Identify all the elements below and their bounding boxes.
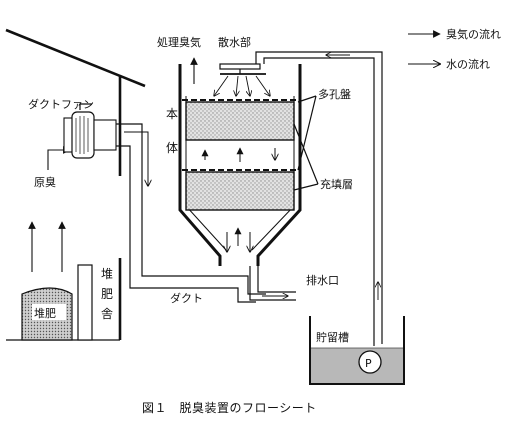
storage-tank: P (309, 316, 405, 385)
drain-label: 排水口 (306, 273, 339, 287)
compost-house-label-2: 肥 (101, 287, 113, 301)
legend: 臭気の流れ 水の流れ (408, 27, 501, 71)
packing-layer-label: 充填層 (320, 177, 353, 191)
legend-odor-flow: 臭気の流れ (446, 27, 501, 41)
legend-water-flow: 水の流れ (446, 57, 490, 71)
figure-caption: 図１ 脱臭装置のフローシート (142, 400, 317, 415)
compost-house: 堆肥 堆 肥 舎 (5, 28, 146, 341)
air-duct (116, 123, 266, 303)
packing-layer-lower (185, 171, 295, 211)
pump-icon (358, 350, 382, 374)
water-pipe (255, 51, 383, 346)
duct-fan (63, 111, 117, 159)
deodorizer-column (178, 64, 302, 266)
tank-label: 貯留槽 (316, 331, 349, 344)
packing-layer-upper (185, 101, 295, 141)
compost-label: 堆肥 (34, 307, 56, 320)
drain-pipe (249, 266, 296, 301)
compost-house-label-1: 堆 (101, 267, 113, 281)
tank-water (311, 348, 403, 383)
compost-house-post (77, 264, 93, 341)
compost-house-label-3: 舎 (101, 307, 113, 321)
pump-label: P (365, 357, 372, 370)
perforated-plate-label: 多孔盤 (318, 87, 351, 101)
duct-label: ダクト (170, 291, 203, 305)
treated-air-label: 処理臭気 (157, 35, 201, 49)
sprinkler-label: 散水部 (218, 35, 251, 49)
body-label-1: 本 (166, 107, 178, 121)
duct-fan-label: ダクトファン (28, 97, 94, 111)
body-label-2: 体 (166, 141, 178, 155)
raw-odor-label: 原臭 (34, 175, 56, 189)
sprinkler-head (214, 63, 270, 96)
